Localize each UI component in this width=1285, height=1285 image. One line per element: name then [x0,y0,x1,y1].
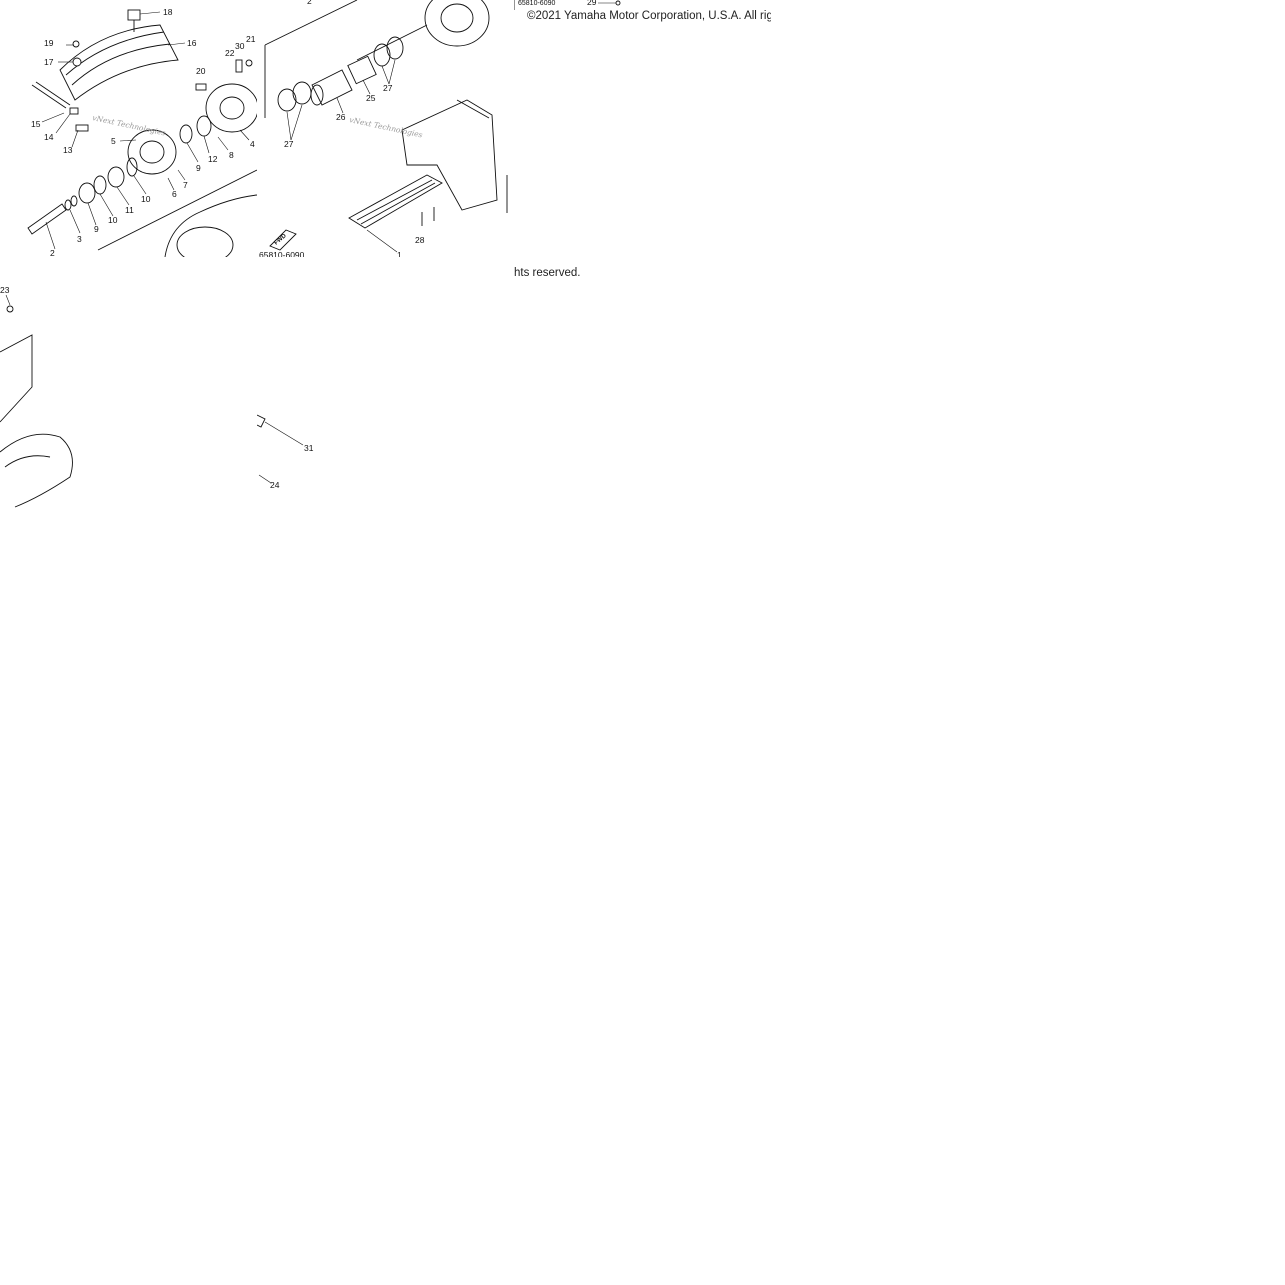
callout-8: 8 [229,150,234,160]
callout-1: 1 [397,250,402,257]
diagram-tile-pump-housing: 18 19 16 17 22 30 21 20 15 14 13 5 12 9 … [0,0,257,257]
callout-27-right: 27 [383,83,393,93]
copyright-line: ©2021 Yamaha Motor Corporation, U.S.A. A… [527,10,771,22]
callout-17: 17 [44,57,54,67]
callout-27-left: 27 [284,139,294,149]
pump-housing-exploded-drawing: 18 19 16 17 22 30 21 20 15 14 13 5 12 9 … [27,7,257,257]
callout-2-top: 2 [307,0,312,6]
callout-15: 15 [31,119,41,129]
callout-4: 4 [250,139,255,149]
callout-31: 31 [304,443,314,453]
callout-19: 19 [44,38,54,48]
callout-6: 6 [172,189,177,199]
callout-14: 14 [44,132,54,142]
callout-28: 28 [415,235,425,245]
callout-9b: 9 [94,224,99,234]
callout-22: 22 [225,48,235,58]
watermark-text-2: vNext Technologies [349,115,424,139]
callout-18: 18 [163,7,173,17]
callout-3: 3 [77,234,82,244]
callout-11: 11 [125,205,134,215]
callout-12: 12 [208,154,218,164]
callout-9: 9 [196,163,201,173]
diagram-tile-copyright: 65810-6090 29 ©2021 Yamaha Motor Corpora… [514,0,771,257]
callout-25: 25 [366,93,376,103]
callout-29: 29 [587,0,597,7]
callout-7: 7 [183,180,188,190]
part-code-bottom: 65810-6090 [259,250,305,257]
diagram-tile-fragment-left: 23 [0,257,257,514]
callout-10: 10 [141,194,151,204]
callout-20: 20 [196,66,206,76]
callout-24: 24 [270,480,280,490]
fragment-middle-drawing: 31 24 [257,414,314,490]
callout-5: 5 [111,136,116,146]
copyright-line-tail: hts reserved. [514,267,581,279]
watermark-text: vNext Technologies [92,113,167,137]
callout-13: 13 [63,145,73,155]
diagram-tile-copyright-tail: hts reserved. [514,257,771,514]
drive-shaft-exploded-drawing: 2 27 25 26 27 28 1 vNext Technologies FW… [259,0,508,257]
fragment-left-drawing: 23 [0,285,73,508]
callout-23: 23 [0,285,10,295]
callout-30: 30 [235,41,245,51]
diagram-tile-drive-shaft: 2 27 25 26 27 28 1 vNext Technologies FW… [257,0,514,257]
callout-26: 26 [336,112,346,122]
part-code-top: 65810-6090 [518,0,555,7]
callout-16: 16 [187,38,197,48]
diagram-tile-fragment-middle: 31 24 [257,257,514,514]
callout-21: 21 [246,34,256,44]
copyright-tile-drawing: 65810-6090 29 [514,0,621,10]
callout-2: 2 [50,248,55,257]
callout-10b: 10 [108,215,118,225]
